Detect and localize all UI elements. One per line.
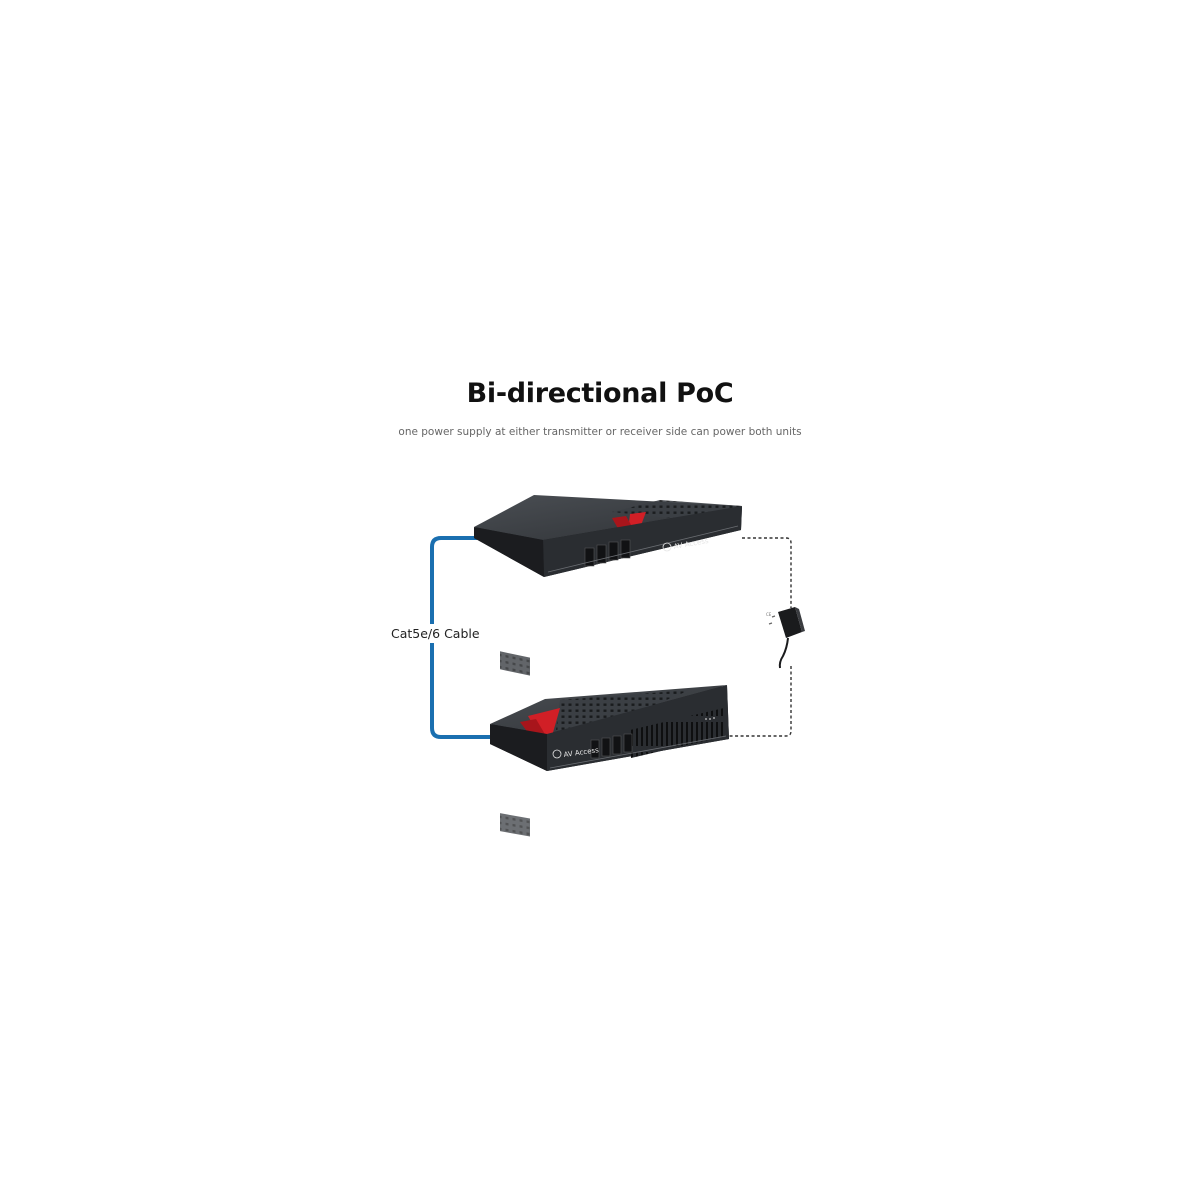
transmitter-ports [584,539,631,567]
diagram-subtitle: one power supply at either transmitter o… [398,426,802,438]
cable-label: Cat5e/6 Cable [383,624,488,643]
transmitter-unit: AV Access [474,495,742,676]
receiver-unit: AV Access [490,685,729,837]
power-line [728,537,792,737]
svg-text:CE: CE [766,612,772,617]
power-adapter: CE [766,607,805,669]
diagram-title: Bi-directional PoC [466,378,734,409]
receiver-ports [590,733,633,759]
brand-logo-icon [552,749,562,759]
status-leds [705,717,715,720]
brand-logo-icon [662,542,672,552]
